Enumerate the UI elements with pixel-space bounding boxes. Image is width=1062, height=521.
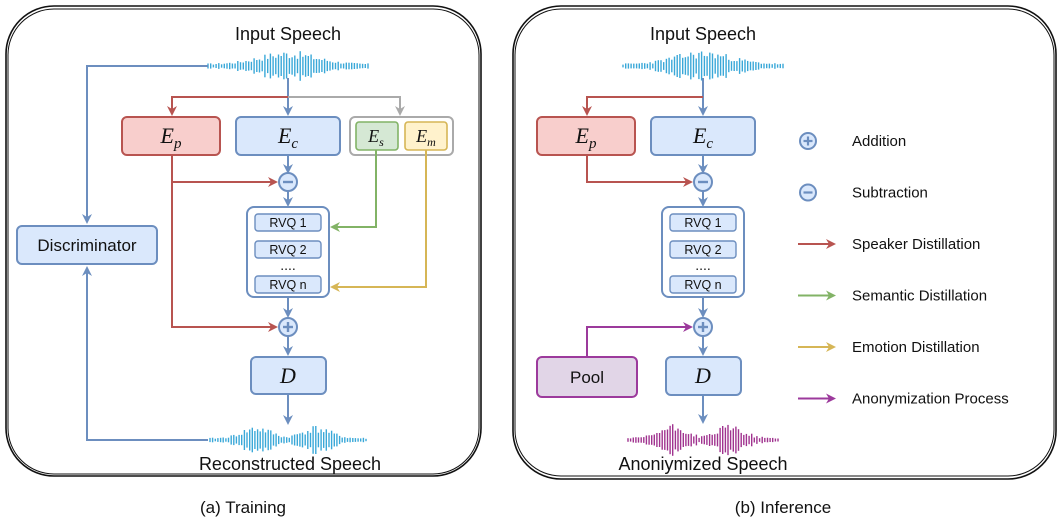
inf-rvq-2: RVQ 2 [684, 243, 721, 257]
inference-frame-inner [514, 8, 1055, 477]
subtract-node [278, 172, 298, 192]
arrow-input-to-ep [167, 96, 288, 116]
inf-rvq-stack: RVQ 1 RVQ 2 .... RVQ n [661, 206, 745, 298]
pool-label: Pool [570, 368, 604, 387]
legend-item: Addition [799, 132, 906, 150]
pool-box: Pool [536, 356, 638, 398]
inference-output-waveform [627, 424, 779, 456]
training-panel: Input Speech Ep Ec Es Em [5, 5, 482, 517]
svg-text:Ec: Ec [692, 123, 713, 152]
ec-letter: E [277, 123, 292, 148]
arrow-pool-to-add [586, 322, 693, 357]
inf-add-node [693, 317, 713, 337]
inference-input-waveform [622, 51, 784, 81]
ep-sub: p [173, 136, 182, 152]
svg-text:Es: Es [367, 126, 384, 149]
decoder-label: D [279, 363, 296, 388]
encoder-em: Em [404, 121, 448, 151]
inf-ep-letter: E [575, 123, 590, 148]
inf-encoder-ep: Ep [536, 116, 636, 156]
training-input-label: Input Speech [235, 24, 341, 44]
legend-label: Emotion Distillation [852, 339, 980, 356]
svg-text:Ep: Ep [575, 123, 597, 152]
discriminator-box: Discriminator [16, 225, 158, 265]
svg-text:Em: Em [415, 126, 436, 149]
rvq-1: RVQ 1 [269, 216, 306, 230]
em-sub: m [427, 135, 436, 149]
rvq-stack: RVQ 1 RVQ 2 .... RVQ n [246, 206, 330, 298]
rvq-2: RVQ 2 [269, 243, 306, 257]
em-letter: E [415, 126, 427, 146]
legend-label: Speaker Distillation [852, 236, 980, 253]
training-frame [5, 5, 482, 477]
discriminator-label: Discriminator [37, 236, 137, 255]
es-letter: E [367, 126, 379, 146]
arrow-semantic-distillation [330, 150, 377, 232]
inf-ep-sub: p [588, 136, 597, 152]
legend-item: Subtraction [799, 183, 928, 202]
inf-decoder-label: D [694, 363, 711, 388]
ec-sub: c [291, 136, 298, 152]
add-node [278, 317, 298, 337]
inference-input-label: Input Speech [650, 24, 756, 44]
legend-label: Subtraction [852, 185, 928, 202]
arrow-input-to-discriminator [82, 65, 208, 224]
training-output-label: Reconstructed Speech [199, 454, 381, 474]
arrow-inf-input-to-ep [582, 96, 703, 116]
training-output-waveform [209, 426, 367, 454]
inf-rvq-1: RVQ 1 [684, 216, 721, 230]
legend-item: Speaker Distillation [798, 236, 980, 253]
legend-item: Anonymization Process [798, 391, 1009, 408]
training-caption: (a) Training [200, 498, 286, 517]
arrow-output-to-discriminator [82, 266, 208, 441]
legend-label: Anonymization Process [852, 391, 1009, 408]
encoder-es: Es [355, 121, 399, 151]
rvq-ellipsis: .... [280, 257, 296, 273]
inf-decoder-d: D [665, 356, 742, 396]
decoder-d: D [250, 356, 327, 395]
inference-frame [512, 5, 1057, 480]
arrow-input-to-teachers [288, 96, 405, 116]
legend-label: Addition [852, 133, 906, 150]
legend-item: Semantic Distillation [798, 288, 987, 305]
inference-output-label: Anoniymized Speech [618, 454, 787, 474]
svg-text:Ec: Ec [277, 123, 298, 152]
arrow-ep-to-add [171, 182, 278, 332]
inference-caption: (b) Inference [735, 498, 831, 517]
encoder-ep: Ep [121, 116, 221, 156]
inf-rvq-ellipsis: .... [695, 257, 711, 273]
ep-letter: E [160, 123, 175, 148]
arrow-ep-to-subtract [171, 155, 278, 187]
encoder-ec: Ec [235, 116, 341, 156]
inf-ec-letter: E [692, 123, 707, 148]
rvq-n: RVQ n [269, 278, 306, 292]
inf-subtract-node [693, 172, 713, 192]
es-sub: s [379, 135, 384, 149]
training-input-waveform [207, 51, 369, 81]
inf-ec-sub: c [706, 136, 713, 152]
legend-label: Semantic Distillation [852, 288, 987, 305]
inf-encoder-ec: Ec [650, 116, 756, 156]
legend-item: Emotion Distillation [798, 339, 980, 356]
svg-text:Ep: Ep [160, 123, 182, 152]
arrow-inf-ep-to-subtract [586, 155, 693, 187]
inf-rvq-n: RVQ n [684, 278, 721, 292]
arrow-emotion-distillation [330, 150, 427, 292]
training-frame-inner [7, 8, 480, 475]
inference-panel: Input Speech Ep Ec RVQ 1 RVQ 2 .... RVQ [512, 5, 1057, 517]
